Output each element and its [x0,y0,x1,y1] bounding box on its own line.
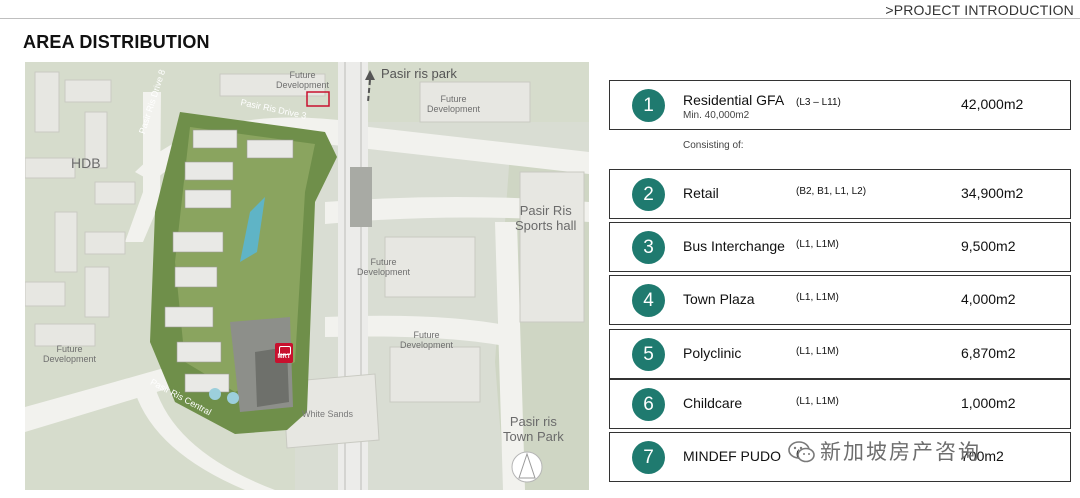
watermark-text: 新加坡房产咨询 [820,441,981,464]
area-row-mindef-pudo: 7 MINDEF PUDO (L1) 700m2 [609,432,1071,482]
row-area: 700m2 [961,448,1004,464]
area-row-retail: 2 Retail (B2, B1, L1, L2) 34,900m2 [609,169,1071,219]
area-row-residential: 1 Residential GFA Min. 40,000m2 (L3 – L1… [609,80,1071,130]
row-levels: (L1, L1M) [796,292,839,303]
label-white-sands: White Sands [302,409,354,419]
row-levels: (B2, B1, L1, L2) [796,186,867,197]
row-area: 9,500m2 [961,238,1016,254]
consisting-of-label: Consisting of: [683,140,744,151]
row-area: 6,870m2 [961,345,1016,361]
row-name: Bus Interchange [683,238,785,254]
row-name: MINDEF PUDO [683,448,781,464]
row-name: Town Plaza [683,291,755,307]
area-row-town-plaza: 4 Town Plaza (L1, L1M) 4,000m2 [609,275,1071,325]
row-area: 1,000m2 [961,395,1016,411]
row-number-badge: 3 [632,231,665,264]
site-map-drawing [25,62,589,490]
page-title: AREA DISTRIBUTION [23,32,210,52]
area-row-polyclinic: 5 Polyclinic (L1, L1M) 6,870m2 [609,329,1071,379]
section-label: >PROJECT INTRODUCTION [885,2,1074,18]
row-subtitle: Min. 40,000m2 [683,110,750,121]
label-pasir-ris-park: Pasir ris park [381,66,457,81]
row-number-badge: 6 [632,388,665,421]
wechat-icon [788,441,815,463]
mrt-icon: MRT [275,343,293,363]
row-number-badge: 4 [632,284,665,317]
area-row-childcare: 6 Childcare (L1, L1M) 1,000m2 [609,379,1071,429]
row-number-badge: 7 [632,441,665,474]
row-area: 42,000m2 [961,96,1024,112]
row-levels: (L1, L1M) [796,239,839,250]
row-area: 34,900m2 [961,185,1024,201]
row-name: Polyclinic [683,345,742,361]
row-levels: (L1, L1M) [796,396,839,407]
row-levels: (L1, L1M) [796,346,839,357]
row-name: Residential GFA [683,92,785,108]
row-number-badge: 1 [632,89,665,122]
row-name: Childcare [683,395,743,411]
row-area: 4,000m2 [961,291,1016,307]
row-name: Retail [683,185,719,201]
row-levels: (L3 – L11) [796,97,841,108]
row-number-badge: 5 [632,338,665,371]
area-row-bus-interchange: 3 Bus Interchange (L1, L1M) 9,500m2 [609,222,1071,272]
label-hdb: HDB [71,155,101,171]
header-rule [0,18,1080,19]
row-number-badge: 2 [632,178,665,211]
